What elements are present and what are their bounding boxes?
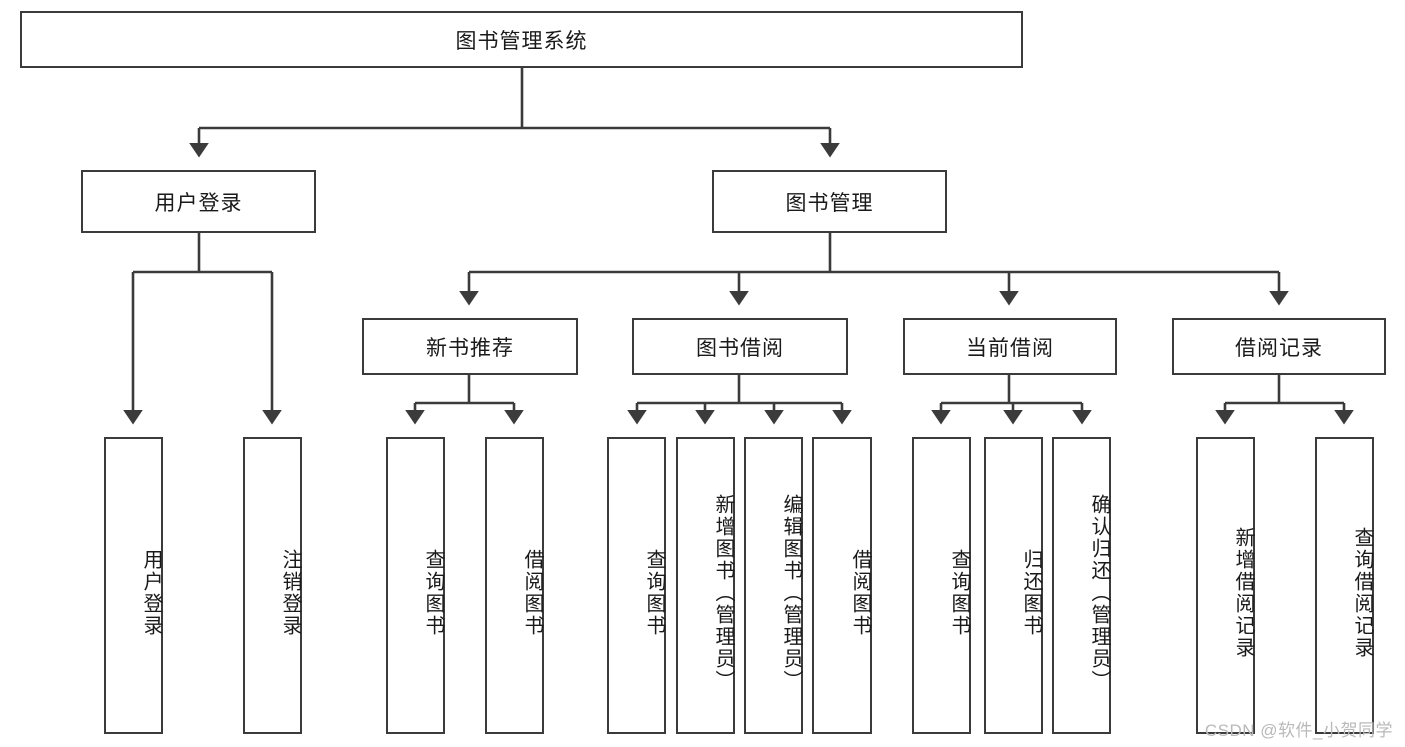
leaf-logout[interactable]: 注销登录 xyxy=(243,437,302,734)
node-user-login-label: 用户登录 xyxy=(154,191,243,215)
leaf-label: 查询借阅记录 xyxy=(1351,526,1373,659)
leaf-label: 查询图书 xyxy=(948,548,970,637)
node-new-book-recommend-label: 新书推荐 xyxy=(426,336,514,360)
leaf-label: 注销登录 xyxy=(279,548,301,637)
leaf-query-borrow-record[interactable]: 查询借阅记录 xyxy=(1315,437,1374,734)
node-book-management[interactable]: 图书管理 xyxy=(712,170,947,233)
node-book-management-label: 图书管理 xyxy=(785,191,874,215)
leaf-label: 确认归还（管理员） xyxy=(1088,493,1110,692)
leaf-add-borrow-record[interactable]: 新增借阅记录 xyxy=(1196,437,1255,734)
node-root-label: 图书管理系统 xyxy=(455,29,588,53)
node-user-login[interactable]: 用户登录 xyxy=(81,170,316,233)
node-book-borrow-label: 图书借阅 xyxy=(696,336,784,360)
leaf-label: 借阅图书 xyxy=(521,548,543,637)
leaf-user-login[interactable]: 用户登录 xyxy=(104,437,163,734)
node-new-book-recommend[interactable]: 新书推荐 xyxy=(362,318,578,375)
leaf-query-book-current[interactable]: 查询图书 xyxy=(912,437,971,734)
leaf-confirm-return-admin[interactable]: 确认归还（管理员） xyxy=(1052,437,1111,734)
leaf-borrow-book-new[interactable]: 借阅图书 xyxy=(485,437,544,734)
leaf-query-book-borrow[interactable]: 查询图书 xyxy=(607,437,666,734)
node-root[interactable]: 图书管理系统 xyxy=(20,11,1023,68)
node-book-borrow[interactable]: 图书借阅 xyxy=(632,318,848,375)
node-current-borrow-label: 当前借阅 xyxy=(966,336,1054,360)
leaf-query-book-new[interactable]: 查询图书 xyxy=(386,437,445,734)
node-current-borrow[interactable]: 当前借阅 xyxy=(903,318,1117,375)
leaf-label: 新增图书（管理员） xyxy=(712,493,734,692)
leaf-label: 查询图书 xyxy=(422,548,444,637)
leaf-label: 归还图书 xyxy=(1020,548,1042,637)
node-borrow-record[interactable]: 借阅记录 xyxy=(1172,318,1386,375)
leaf-label: 借阅图书 xyxy=(849,548,871,637)
leaf-add-book-admin[interactable]: 新增图书（管理员） xyxy=(676,437,735,734)
leaf-borrow-book[interactable]: 借阅图书 xyxy=(812,437,872,734)
leaf-return-book[interactable]: 归还图书 xyxy=(984,437,1043,734)
leaf-label: 查询图书 xyxy=(643,548,665,637)
watermark: CSDN @软件_小贺同学 xyxy=(1204,721,1393,740)
leaf-label: 编辑图书（管理员） xyxy=(780,493,802,692)
leaf-label: 用户登录 xyxy=(140,548,162,637)
leaf-edit-book-admin[interactable]: 编辑图书（管理员） xyxy=(744,437,803,734)
leaf-label: 新增借阅记录 xyxy=(1232,526,1254,659)
node-borrow-record-label: 借阅记录 xyxy=(1235,336,1323,360)
